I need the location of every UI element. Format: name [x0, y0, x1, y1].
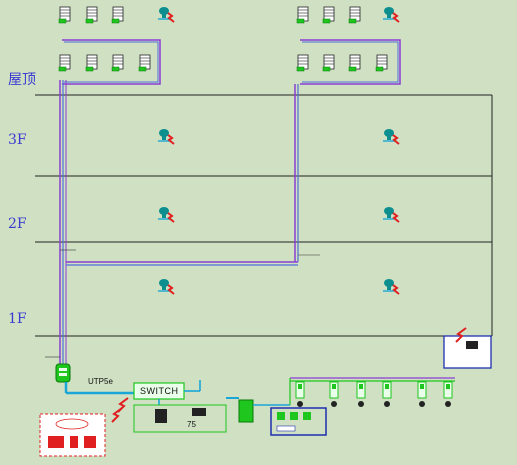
cable-type-label: UTP5e	[88, 377, 113, 386]
wireless-ap-icon	[157, 278, 175, 295]
switch-label: SWITCH	[140, 386, 179, 396]
camera-bus	[289, 377, 455, 405]
server-rack-icon	[58, 6, 71, 24]
floor-label-3f: 3F	[8, 132, 27, 148]
trunk-annotations	[45, 249, 320, 358]
wireless-ap-icon	[382, 128, 400, 145]
server-rack-icon	[296, 6, 309, 24]
external-link-group	[39, 413, 106, 457]
trunk-right	[66, 84, 299, 266]
printer-icon	[192, 408, 206, 416]
floor-label-roof: 屋顶	[8, 72, 36, 88]
wireless-ap-icon	[157, 206, 175, 223]
floor-lines	[35, 94, 493, 337]
router-icon	[466, 341, 478, 349]
server-rack-icon	[348, 54, 361, 72]
server-rack-icon	[322, 54, 335, 72]
rack-cluster-left	[58, 6, 161, 85]
server-rack-icon	[58, 54, 71, 72]
server-rack-icon	[111, 54, 124, 72]
phone-icon	[155, 409, 167, 423]
camera-icon	[443, 381, 453, 408]
wireless-signal-icon	[111, 397, 129, 423]
floor-label-2f: 2F	[8, 216, 27, 232]
server-rack-icon	[85, 54, 98, 72]
wireless-ap-icon	[157, 128, 175, 145]
wireless-ap-icon	[382, 206, 400, 223]
wireless-aps	[157, 6, 400, 295]
camera-icon	[295, 381, 305, 408]
remote-site-box	[443, 327, 492, 369]
wireless-ap-icon	[382, 6, 400, 23]
floor-label-1f: 1F	[8, 311, 27, 327]
camera-icon	[356, 381, 366, 408]
edge-switch	[226, 397, 290, 423]
camera-icon	[329, 381, 339, 408]
camera-icon	[417, 381, 427, 408]
server-rack-icon	[296, 54, 309, 72]
trunk-left	[59, 80, 67, 370]
server-rack-icon	[348, 6, 361, 24]
phone-extension-label: 75	[187, 420, 196, 429]
camera-row	[295, 381, 453, 408]
core-router	[55, 363, 71, 383]
server-rack-icon	[322, 6, 335, 24]
server-rack-icon	[111, 6, 124, 24]
wireless-ap-icon	[382, 278, 400, 295]
server-rack-icon	[138, 54, 151, 72]
control-panel-box	[270, 407, 327, 436]
wireless-ap-icon	[157, 6, 175, 23]
rack-cluster-right	[296, 6, 401, 85]
server-rack-icon	[85, 6, 98, 24]
server-rack-icon	[375, 54, 388, 72]
equipment-box	[133, 404, 227, 433]
camera-icon	[382, 381, 392, 408]
